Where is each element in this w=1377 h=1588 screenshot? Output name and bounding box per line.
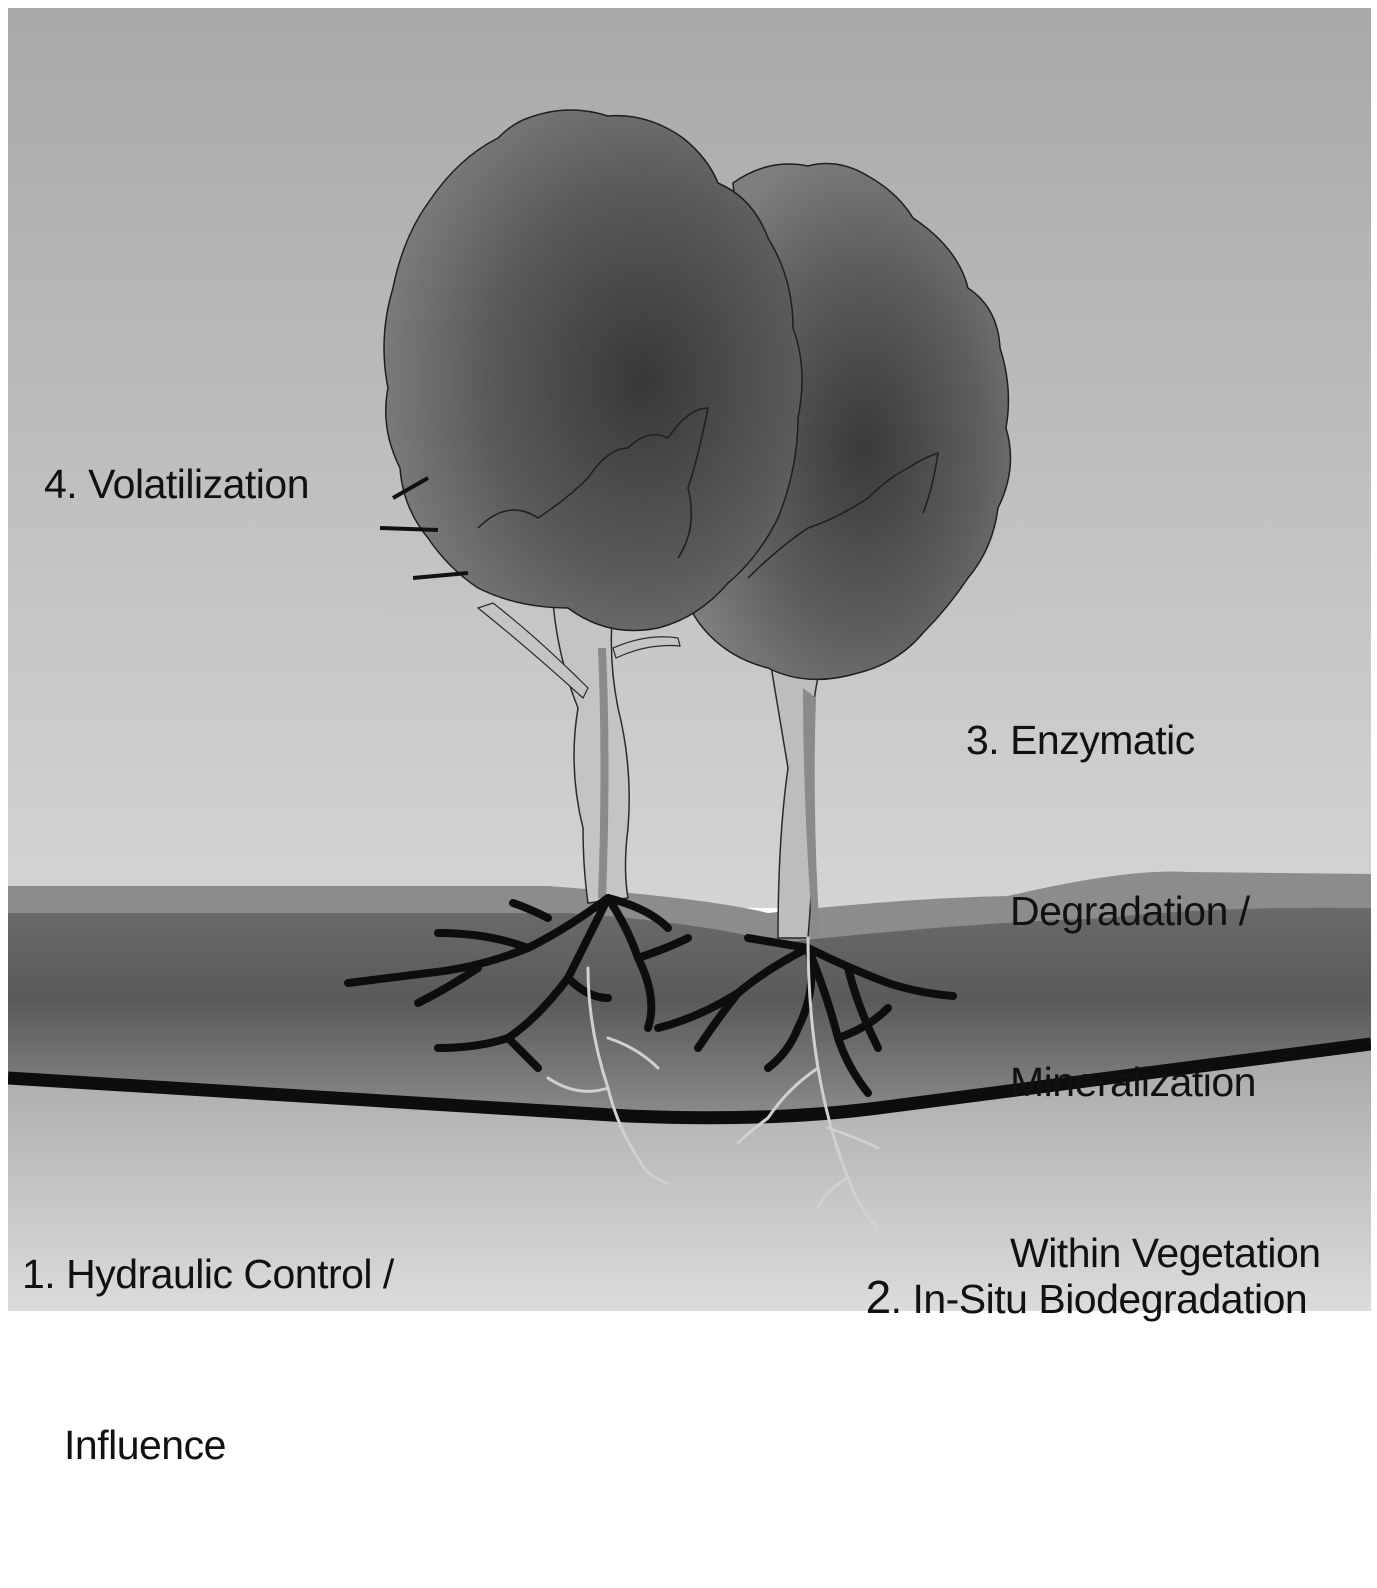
label-insitu-biodegradation: 2. In-Situ Biodegradation bbox=[822, 1212, 1307, 1385]
insitu-text: . In-Situ Biodegradation bbox=[891, 1276, 1308, 1322]
volatilization-text: 4. Volatilization bbox=[44, 456, 309, 513]
enzymatic-line-3: Mineralization bbox=[966, 1054, 1321, 1111]
hydraulic-line-1: 1. Hydraulic Control / bbox=[22, 1246, 394, 1303]
enzymatic-line-1: 3. Enzymatic bbox=[966, 712, 1321, 769]
phytoremediation-diagram: 4. Volatilization 3. Enzymatic Degradati… bbox=[0, 0, 1377, 1317]
hydraulic-line-2: Influence bbox=[22, 1417, 394, 1474]
label-volatilization: 4. Volatilization bbox=[44, 342, 309, 627]
enzymatic-line-2: Degradation / bbox=[966, 883, 1321, 940]
insitu-number: 2 bbox=[866, 1271, 891, 1323]
label-hydraulic-control: 1. Hydraulic Control / Influence bbox=[22, 1132, 394, 1588]
